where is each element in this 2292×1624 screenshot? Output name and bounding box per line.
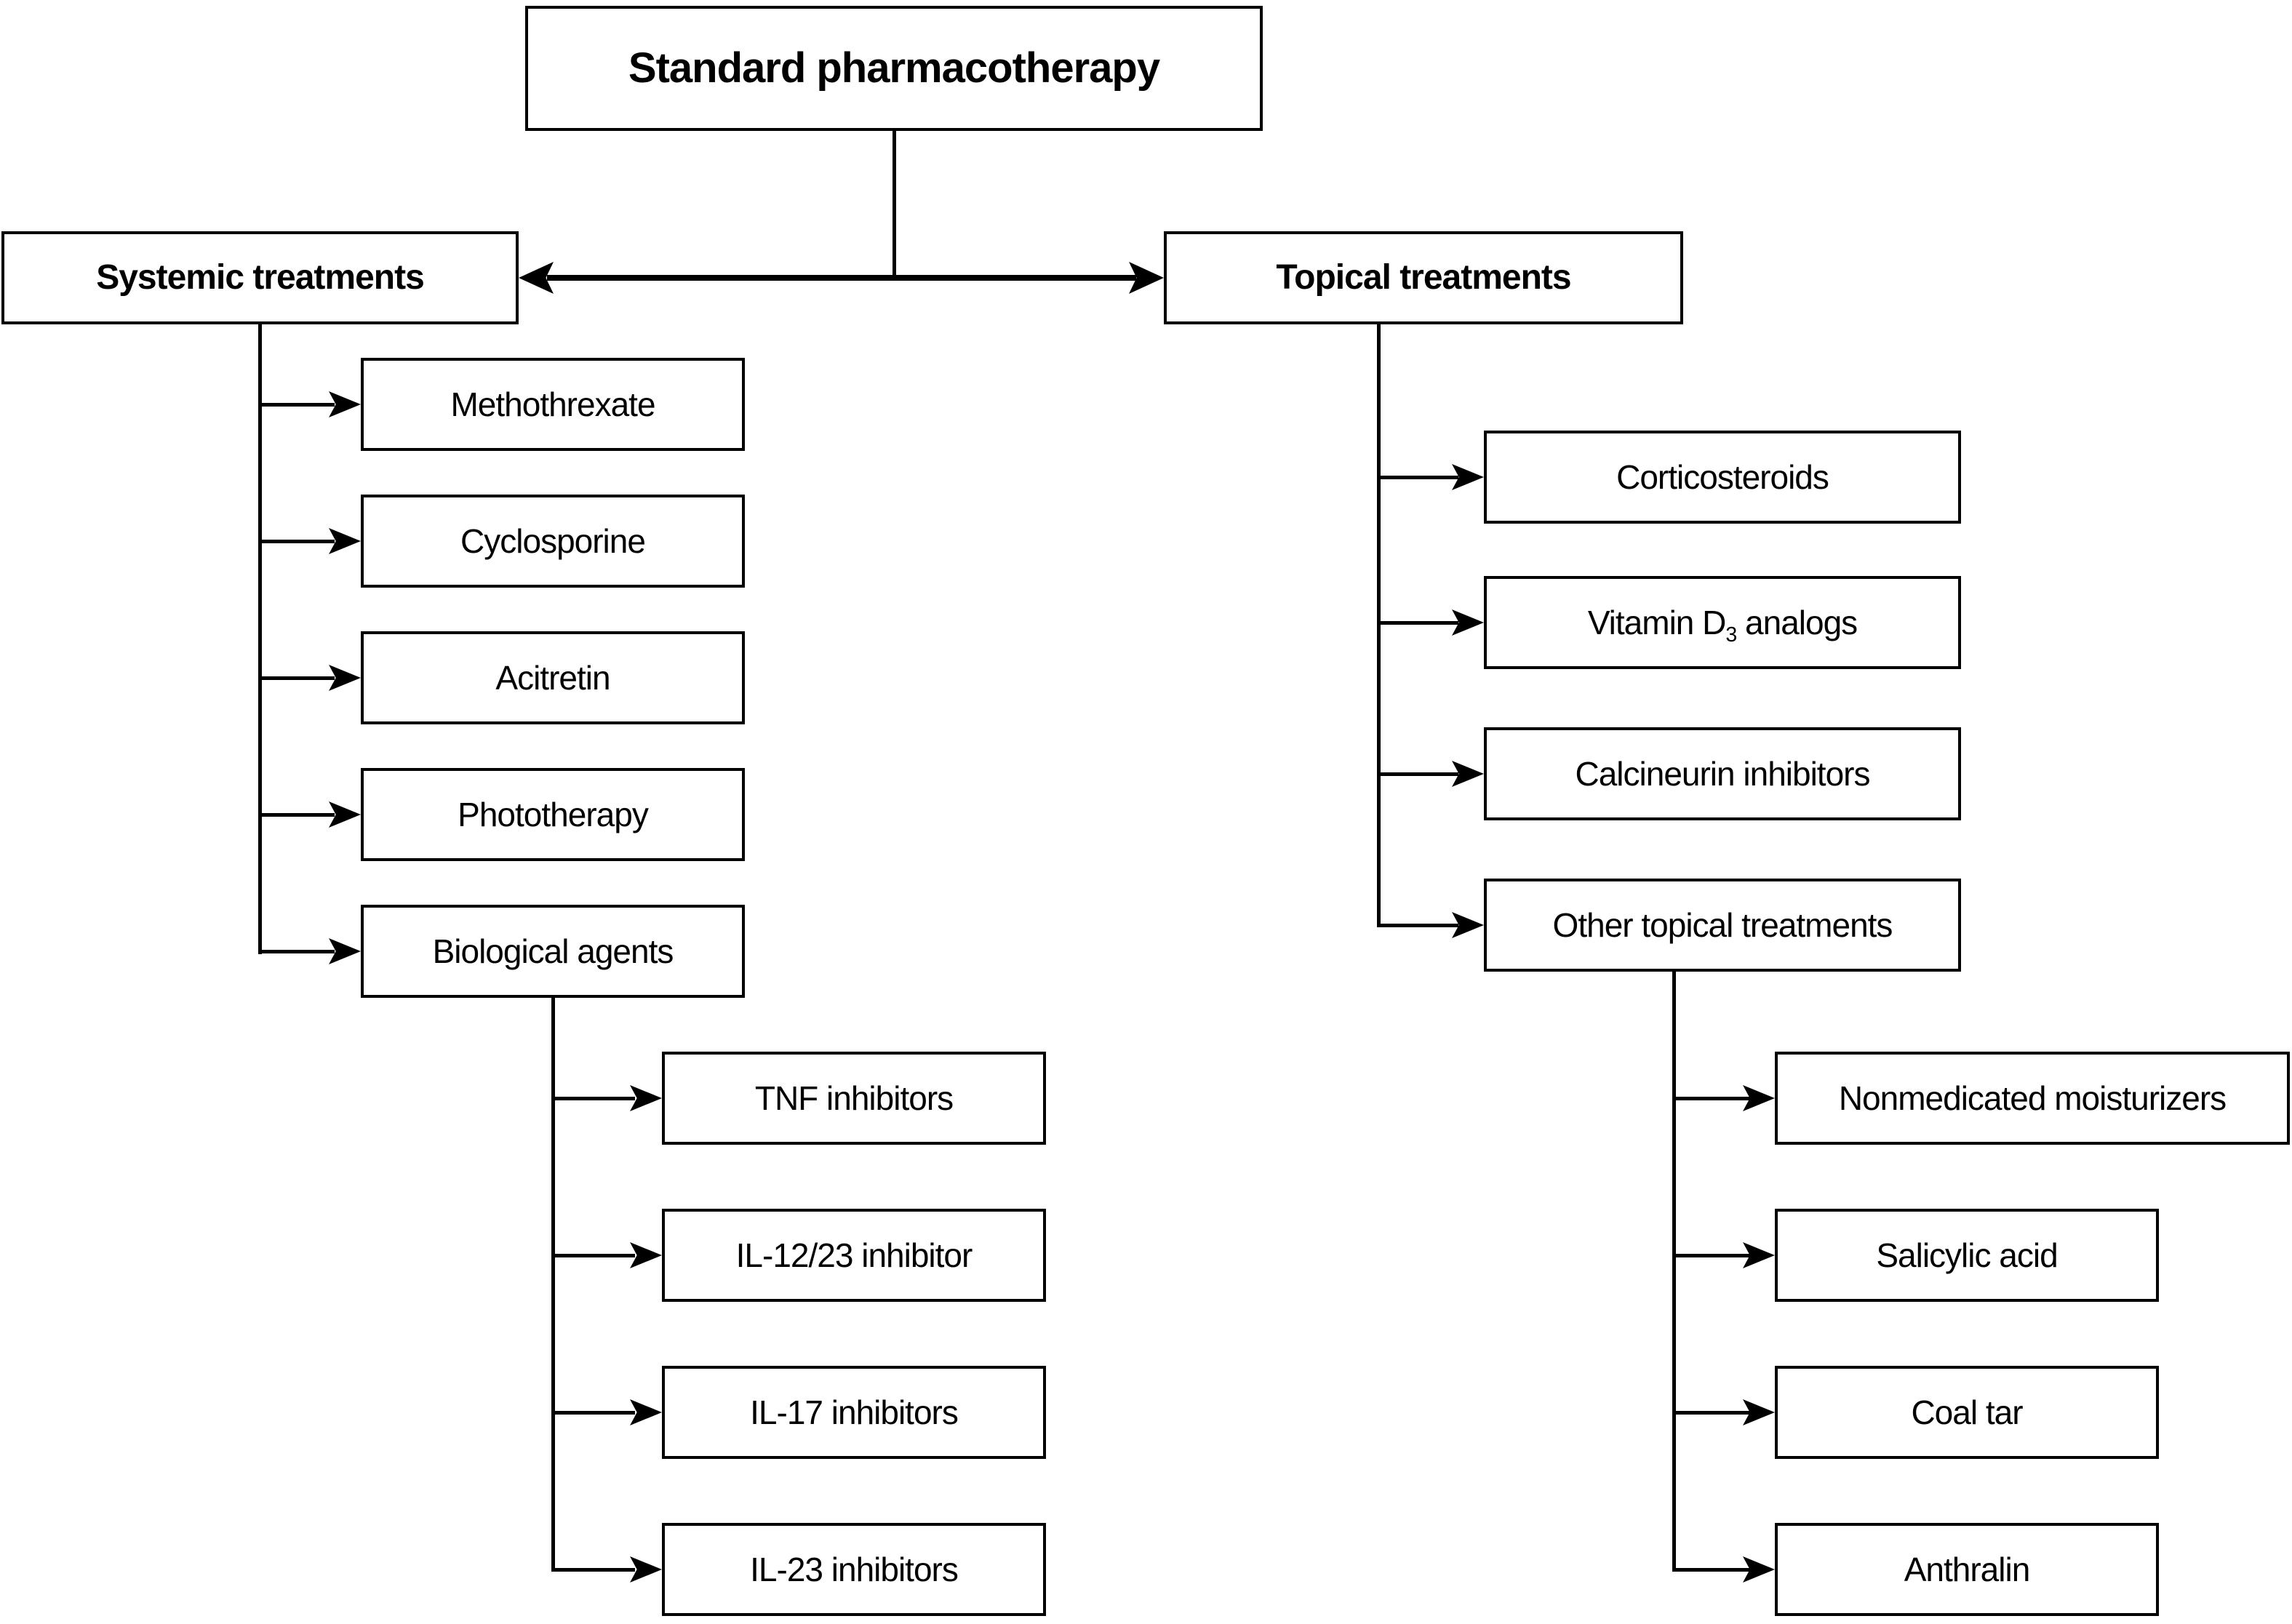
node-nonmedicated-moisturizers-label: Nonmedicated moisturizers bbox=[1838, 1079, 2227, 1117]
connector-branch-acitretin bbox=[258, 676, 335, 680]
node-salicylic-acid: Salicylic acid bbox=[1775, 1209, 2159, 1302]
node-standard-pharmacotherapy-label: Standard pharmacotherapy bbox=[628, 44, 1160, 92]
node-il-23-inhibitors: IL-23 inhibitors bbox=[662, 1523, 1046, 1616]
connector-branch-calcineurin-inhibitors bbox=[1377, 772, 1458, 776]
node-standard-pharmacotherapy: Standard pharmacotherapy bbox=[525, 6, 1263, 131]
connector-root-branch-line bbox=[547, 275, 1136, 281]
connector-topical-trunk bbox=[1377, 324, 1381, 927]
connector-branch-il-12-23-inhibitor bbox=[551, 1254, 635, 1257]
connector-branch-il-23-inhibitors bbox=[551, 1568, 635, 1572]
node-acitretin-label: Acitretin bbox=[495, 658, 610, 697]
node-il-17-inhibitors: IL-17 inhibitors bbox=[662, 1366, 1046, 1459]
node-il-23-inhibitors-label: IL-23 inhibitors bbox=[750, 1550, 959, 1588]
node-topical-treatments: Topical treatments bbox=[1164, 231, 1683, 324]
node-anthralin-label: Anthralin bbox=[1904, 1550, 2031, 1588]
connector-biological-trunk bbox=[551, 998, 555, 1571]
node-tnf-inhibitors: TNF inhibitors bbox=[662, 1052, 1046, 1145]
node-tnf-inhibitors-label: TNF inhibitors bbox=[754, 1079, 954, 1117]
node-calcineurin-inhibitors-label: Calcineurin inhibitors bbox=[1575, 754, 1871, 793]
node-il-12-23-inhibitor-label: IL-12/23 inhibitor bbox=[735, 1236, 973, 1274]
node-nonmedicated-moisturizers: Nonmedicated moisturizers bbox=[1775, 1052, 2290, 1145]
node-corticosteroids-label: Corticosteroids bbox=[1616, 457, 1829, 496]
node-vitamin-d3-analogs: Vitamin D3 analogs bbox=[1484, 576, 1961, 669]
node-cyclosporine: Cyclosporine bbox=[361, 495, 745, 588]
connector-branch-cyclosporine bbox=[258, 540, 335, 543]
connector-root-stem bbox=[893, 131, 896, 278]
node-biological-agents-label: Biological agents bbox=[432, 932, 674, 970]
node-biological-agents: Biological agents bbox=[361, 905, 745, 998]
connector-branch-anthralin bbox=[1672, 1568, 1752, 1572]
node-acitretin: Acitretin bbox=[361, 631, 745, 724]
node-vitamin-d3-analogs-label: Vitamin D3 analogs bbox=[1587, 603, 1858, 647]
node-il-17-inhibitors-label: IL-17 inhibitors bbox=[750, 1393, 959, 1431]
connector-branch-nonmedicated-moisturizers bbox=[1672, 1097, 1752, 1100]
node-calcineurin-inhibitors: Calcineurin inhibitors bbox=[1484, 727, 1961, 820]
node-methothrexate: Methothrexate bbox=[361, 358, 745, 451]
connector-branch-biological-agents bbox=[258, 950, 335, 953]
connector-branch-il-17-inhibitors bbox=[551, 1411, 635, 1415]
node-topical-treatments-label: Topical treatments bbox=[1276, 257, 1571, 297]
node-anthralin: Anthralin bbox=[1775, 1523, 2159, 1616]
connector-branch-corticosteroids bbox=[1377, 476, 1458, 479]
connector-branch-vitamin-d3-analogs bbox=[1377, 621, 1458, 625]
node-other-topical-treatments: Other topical treatments bbox=[1484, 879, 1961, 972]
node-systemic-treatments: Systemic treatments bbox=[1, 231, 519, 324]
node-coal-tar-label: Coal tar bbox=[1911, 1393, 2023, 1431]
connector-branch-methothrexate bbox=[258, 403, 335, 407]
connector-systemic-trunk bbox=[258, 324, 262, 954]
node-salicylic-acid-label: Salicylic acid bbox=[1876, 1236, 2058, 1274]
node-cyclosporine-label: Cyclosporine bbox=[460, 521, 646, 560]
node-phototherapy: Phototherapy bbox=[361, 768, 745, 861]
connector-branch-phototherapy bbox=[258, 813, 335, 817]
node-phototherapy-label: Phototherapy bbox=[458, 795, 649, 833]
node-methothrexate-label: Methothrexate bbox=[450, 385, 655, 423]
node-systemic-treatments-label: Systemic treatments bbox=[96, 257, 425, 297]
connector-branch-tnf-inhibitors bbox=[551, 1097, 635, 1100]
node-il-12-23-inhibitor: IL-12/23 inhibitor bbox=[662, 1209, 1046, 1302]
connector-other-topical-trunk bbox=[1672, 972, 1676, 1571]
node-corticosteroids: Corticosteroids bbox=[1484, 431, 1961, 524]
node-other-topical-treatments-label: Other topical treatments bbox=[1552, 905, 1893, 944]
connector-branch-other-topical-treatments bbox=[1377, 924, 1458, 927]
connector-branch-salicylic-acid bbox=[1672, 1254, 1752, 1257]
node-coal-tar: Coal tar bbox=[1775, 1366, 2159, 1459]
connector-branch-coal-tar bbox=[1672, 1411, 1752, 1415]
